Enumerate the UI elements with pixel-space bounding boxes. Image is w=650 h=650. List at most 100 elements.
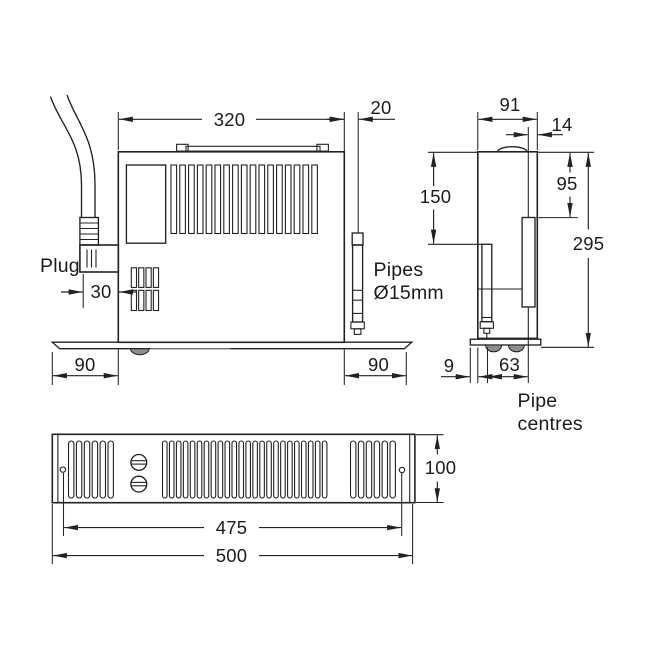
power-cable [49, 94, 96, 218]
vent-slot [381, 440, 389, 499]
vent-slot [161, 440, 168, 499]
vent-slot [196, 440, 203, 499]
vent-slot [349, 440, 357, 499]
front-panel [51, 433, 416, 504]
vent-slot [232, 164, 239, 235]
end-view [469, 145, 542, 353]
vent-slot [145, 267, 152, 288]
vent-slot [205, 164, 213, 235]
vent-slot [245, 440, 251, 499]
vent-slot [293, 164, 301, 235]
vent-slot [373, 440, 381, 499]
dim-fixing-centres: 475 [215, 516, 248, 538]
front-screw-top [130, 453, 148, 471]
vent-slot [249, 164, 257, 235]
top-rail-tab-right [316, 143, 329, 152]
vent-slot [189, 440, 196, 499]
vent-slot [357, 440, 365, 499]
vent-slot [130, 289, 138, 312]
dim-pipe-offset: 20 [370, 96, 392, 118]
vent-slot [311, 164, 318, 235]
base-foot [129, 348, 150, 356]
vent-slot [238, 440, 245, 499]
dim-end-width: 91 [499, 94, 521, 115]
front-view [51, 433, 416, 504]
pipe-hole-right [507, 344, 525, 353]
vent-slot [182, 440, 189, 499]
vent-slot [389, 440, 396, 499]
vent-slot [152, 289, 160, 312]
side-view [49, 94, 414, 356]
vent-slot [145, 289, 152, 312]
vent-slot [300, 440, 307, 499]
fixing-hole-right [398, 466, 406, 474]
end-left-pipe [479, 243, 494, 340]
vent-slot [302, 164, 310, 235]
front-grille-middle [161, 440, 328, 499]
vent-slot [203, 440, 210, 499]
vent-slot [365, 440, 373, 499]
vent-slot [293, 440, 300, 499]
vent-slot [138, 267, 145, 288]
vent-slot [287, 440, 293, 499]
vent-slot [307, 440, 314, 499]
vent-slot [267, 164, 274, 235]
vent-slot [273, 440, 279, 499]
vent-slot [252, 440, 258, 499]
dim-plug-clearance: 30 [90, 280, 112, 302]
vent-slot [214, 164, 222, 235]
vent-slot [75, 440, 83, 499]
vent-slot [107, 440, 114, 499]
dim-side-width: 320 [213, 108, 246, 130]
end-body [476, 151, 539, 340]
vent-slot [231, 440, 238, 499]
vent-slot [259, 440, 265, 499]
vent-slot [83, 440, 91, 499]
dim-pipe-centres: 63 [499, 354, 520, 375]
vent-slot [196, 164, 204, 235]
extension-lines [51, 112, 594, 564]
vent-slot [321, 440, 328, 499]
vent-slot [284, 164, 292, 235]
vent-slot [99, 440, 107, 499]
vent-slot [91, 440, 99, 499]
dim-front-height: 100 [424, 457, 457, 478]
control-box [125, 164, 167, 244]
dim-base-overhang-right: 90 [368, 354, 389, 375]
end-top-bump [496, 145, 528, 153]
dim-pipe-to-edge: 14 [551, 113, 573, 135]
pipe-hole-left [485, 344, 503, 353]
dim-right-pipe-drop: 95 [556, 173, 578, 194]
dim-overall-height: 295 [572, 232, 605, 254]
vent-slot [217, 440, 224, 499]
vent-slot [130, 267, 138, 288]
vent-slot [67, 440, 75, 499]
pipes-label: Pipes Ø15mm [373, 258, 444, 304]
dim-front-width: 500 [215, 544, 248, 566]
cable-strain-relief [79, 216, 100, 246]
vent-slot [170, 164, 178, 235]
top-rail [185, 145, 321, 152]
vent-slot [223, 164, 230, 235]
vent-slot [276, 164, 283, 235]
vent-slot [175, 440, 182, 499]
vent-slot [168, 440, 175, 499]
vent-slot [152, 267, 160, 288]
vent-slot [266, 440, 272, 499]
side-vent-grille [170, 164, 318, 235]
base-plate [50, 341, 414, 350]
plug-label: Plug [40, 254, 80, 277]
vent-slot [258, 164, 266, 235]
dim-plate-gap: 9 [443, 354, 455, 376]
plug-body [79, 244, 120, 273]
pipe-centres-label: Pipe centres [517, 389, 583, 435]
front-screw-bottom [130, 475, 148, 493]
dim-base-overhang-left: 90 [74, 354, 96, 375]
fixing-hole-left [59, 466, 67, 473]
dim-left-pipe-drop: 150 [419, 186, 452, 207]
vent-slot [314, 440, 321, 499]
vent-slot [224, 440, 231, 499]
vent-slot [188, 164, 195, 235]
